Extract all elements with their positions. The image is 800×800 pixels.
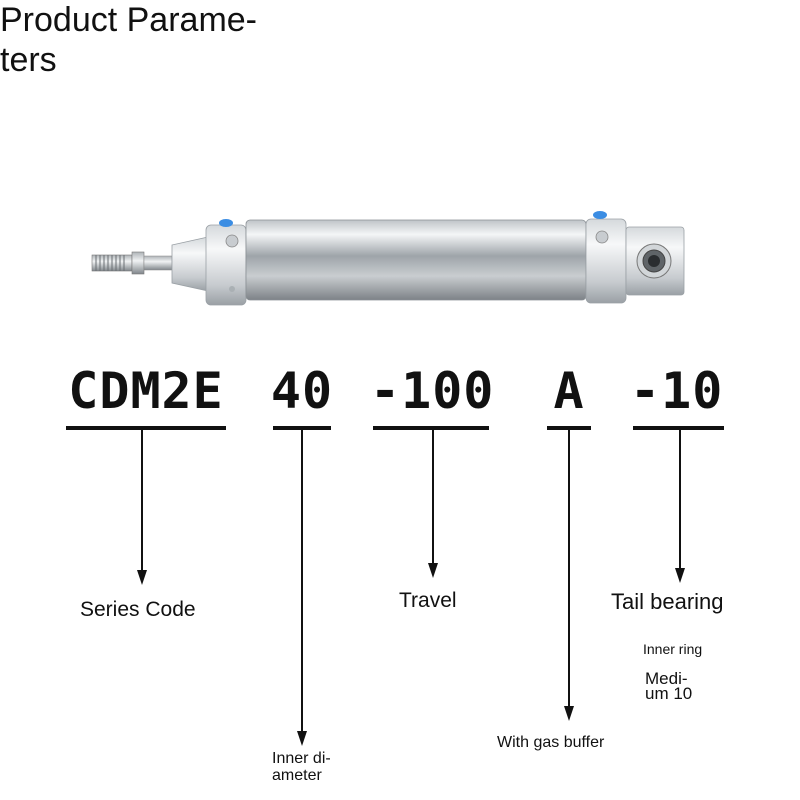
arrow-head-bearing — [675, 568, 685, 583]
code-buffer: A — [553, 362, 585, 420]
tail-bearing-block — [625, 226, 685, 296]
code-bearing: -10 — [630, 362, 724, 420]
code-stroke: -100 — [370, 362, 495, 420]
code-series: CDM2E — [68, 362, 224, 420]
label-inner-diameter: Inner di- ameter — [272, 750, 331, 784]
label-medium-10: Medi- um 10 — [645, 669, 693, 703]
label-series-code: Series Code — [80, 598, 196, 621]
arrow-head-buffer — [564, 706, 574, 721]
arrow-head-stroke — [428, 563, 438, 578]
rear-end-cap — [585, 211, 627, 304]
label-gas-buffer: With gas buffer — [497, 734, 605, 751]
underline-bearing — [633, 426, 724, 430]
arrow-head-series — [137, 570, 147, 585]
label-inner-ring: Inner ring — [643, 641, 703, 657]
underline-stroke — [373, 426, 489, 430]
label-inner-diameter-line-1: Inner di- — [272, 750, 331, 767]
title-line-1: Product Parame- — [0, 1, 257, 39]
label-inner-diameter-line-2: ameter — [272, 767, 322, 784]
page-title: Product Parame- ters — [0, 0, 320, 80]
title-line-2: ters — [0, 41, 57, 79]
label-medium-line-2: um 10 — [645, 684, 693, 703]
underline-series — [66, 426, 226, 430]
label-medium-line-1: Medi- — [645, 669, 688, 688]
arrow-head-bore — [297, 731, 307, 746]
code-bore: 40 — [270, 362, 334, 420]
cylinder-illustration — [91, 211, 685, 306]
front-end-cap — [205, 219, 247, 306]
label-travel: Travel — [399, 589, 457, 612]
label-tail-bearing: Tail bearing — [611, 589, 724, 614]
threaded-rod — [91, 251, 173, 275]
